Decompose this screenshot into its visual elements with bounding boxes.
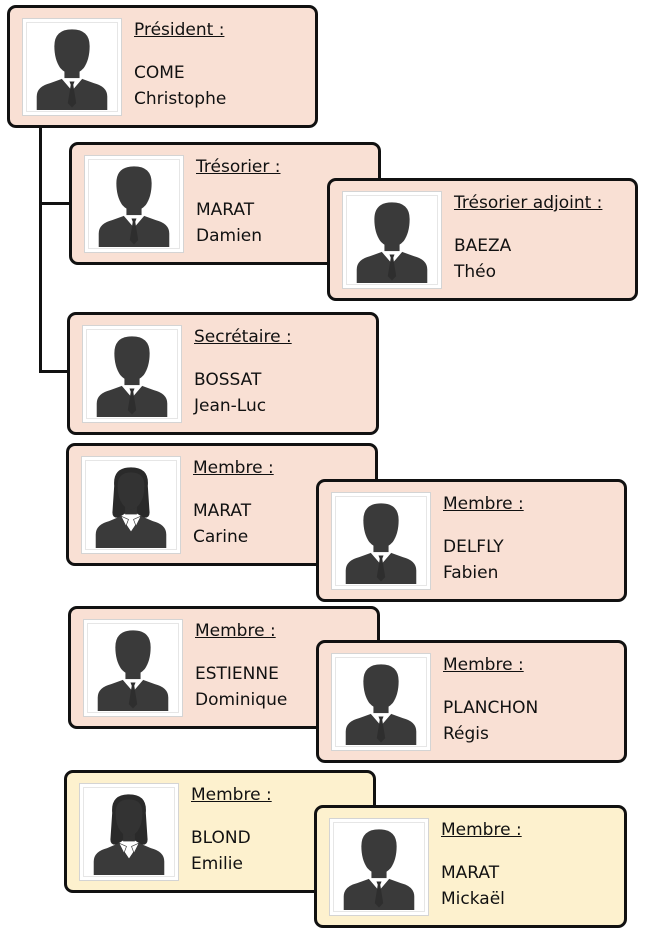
member-card-secretaire: Secrétaire : BOSSAT Jean-Luc xyxy=(67,312,379,435)
member-first-name: Fabien xyxy=(443,563,499,583)
photo-frame xyxy=(331,492,431,590)
member-name: COME Christophe xyxy=(134,60,226,112)
photo-frame xyxy=(82,325,182,423)
member-card-membre-delfly: Membre : DELFLY Fabien xyxy=(316,479,627,602)
member-first-name: Carine xyxy=(193,527,249,547)
photo-frame xyxy=(331,653,431,751)
photo-frame xyxy=(79,783,179,881)
member-role: Membre : xyxy=(443,494,524,514)
photo-frame xyxy=(22,18,122,116)
photo-frame xyxy=(329,818,429,916)
member-last-name: MARAT xyxy=(193,501,252,521)
member-role: Secrétaire : xyxy=(194,327,292,347)
member-name: MARAT Damien xyxy=(196,197,262,249)
photo-frame xyxy=(81,456,181,554)
member-first-name: Théo xyxy=(454,262,497,282)
member-name: BOSSAT Jean-Luc xyxy=(194,367,266,419)
photo-frame xyxy=(83,619,183,717)
member-name: MARAT Carine xyxy=(193,498,251,550)
member-last-name: BOSSAT xyxy=(194,370,262,390)
member-first-name: Damien xyxy=(196,226,263,246)
member-role: Membre : xyxy=(441,820,522,840)
member-last-name: ESTIENNE xyxy=(195,664,279,684)
member-last-name: DELFLY xyxy=(443,537,504,557)
connector-to-tresorier xyxy=(39,202,72,205)
member-last-name: MARAT xyxy=(441,863,500,883)
member-card-president: Président : COME Christophe xyxy=(7,5,318,128)
member-name: PLANCHON Régis xyxy=(443,695,538,747)
member-role: Membre : xyxy=(443,655,524,675)
member-last-name: BLOND xyxy=(191,828,251,848)
member-first-name: Régis xyxy=(443,724,489,744)
member-last-name: MARAT xyxy=(196,200,255,220)
photo-frame xyxy=(84,155,184,253)
member-first-name: Jean-Luc xyxy=(194,396,267,416)
member-card-membre-blond: Membre : BLOND Emilie xyxy=(64,770,376,893)
member-card-tresorier-adjoint: Trésorier adjoint : BAEZA Théo xyxy=(327,178,638,301)
member-card-membre-marat-mickael: Membre : MARAT Mickaël xyxy=(314,805,627,928)
member-card-membre-planchon: Membre : PLANCHON Régis xyxy=(316,640,627,763)
member-role: Membre : xyxy=(195,621,276,641)
member-last-name: COME xyxy=(134,63,185,83)
member-last-name: BAEZA xyxy=(454,236,512,256)
member-first-name: Mickaël xyxy=(441,889,505,909)
member-role: Trésorier : xyxy=(196,157,281,177)
connector-to-secretaire xyxy=(39,370,72,373)
member-role: Membre : xyxy=(193,458,274,478)
connector-vertical xyxy=(39,125,42,373)
member-first-name: Dominique xyxy=(195,690,288,710)
member-role: Président : xyxy=(134,20,225,40)
member-name: ESTIENNE Dominique xyxy=(195,661,287,713)
photo-frame xyxy=(342,191,442,289)
member-name: BAEZA Théo xyxy=(454,233,511,285)
member-name: DELFLY Fabien xyxy=(443,534,504,586)
member-last-name: PLANCHON xyxy=(443,698,539,718)
member-name: BLOND Emilie xyxy=(191,825,251,877)
member-name: MARAT Mickaël xyxy=(441,860,505,912)
member-first-name: Emilie xyxy=(191,854,243,874)
member-role: Membre : xyxy=(191,785,272,805)
member-first-name: Christophe xyxy=(134,89,227,109)
member-role: Trésorier adjoint : xyxy=(454,193,603,213)
